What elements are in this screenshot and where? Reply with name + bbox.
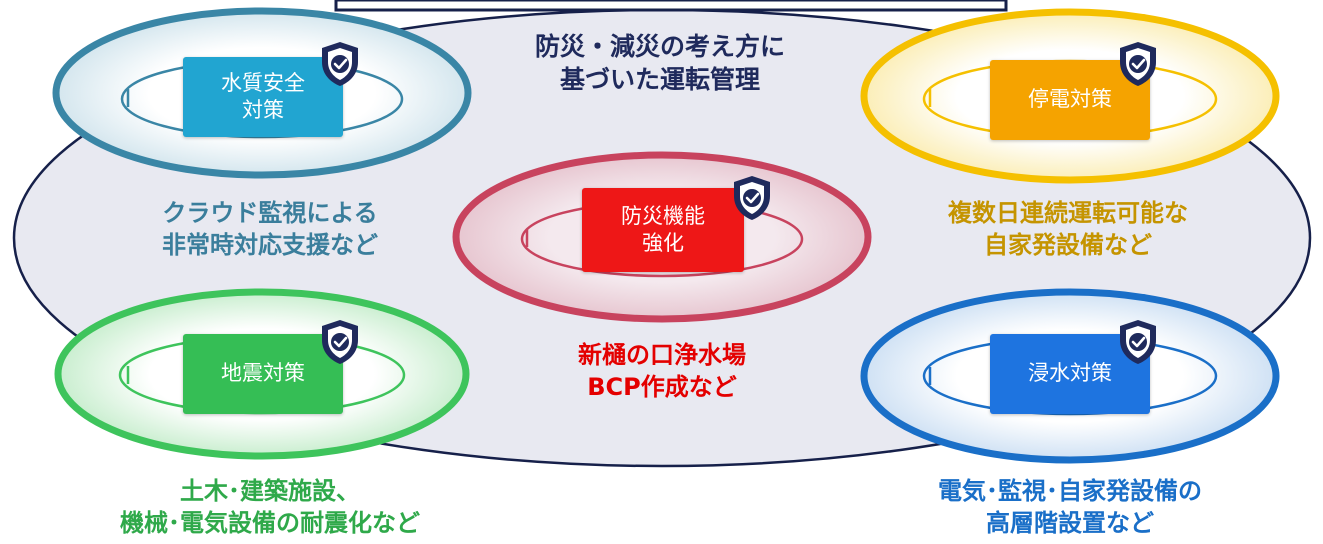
flood-box: 浸水対策 bbox=[990, 334, 1150, 414]
disaster-prevention-caption: 新樋の口浄水場 BCP作成など bbox=[578, 341, 746, 401]
earthquake-caption: 土木･建築施設、 機械･電気設備の耐震化など bbox=[120, 477, 420, 537]
center-title: 防災・減災の考え方に 基づいた運転管理 bbox=[534, 32, 785, 94]
shield-check-icon bbox=[1120, 42, 1156, 86]
flood-caption: 電気･監視･自家発設備の 高層階設置など bbox=[938, 477, 1202, 537]
water-quality-box: 水質安全 対策 bbox=[183, 57, 343, 137]
shield-check-icon bbox=[1120, 320, 1156, 364]
earthquake-box: 地震対策 bbox=[183, 334, 343, 414]
water-quality-caption: クラウド監視による 非常時対応支援など bbox=[162, 199, 378, 259]
shield-check-icon bbox=[322, 42, 358, 86]
shield-check-icon bbox=[322, 320, 358, 364]
disaster-prevention-box: 防災機能 強化 bbox=[582, 188, 744, 272]
power-outage-caption: 複数日連続運転可能な 自家発設備など bbox=[948, 199, 1188, 259]
top-title-bar-edge bbox=[334, 0, 1008, 12]
shield-check-icon bbox=[734, 176, 770, 220]
